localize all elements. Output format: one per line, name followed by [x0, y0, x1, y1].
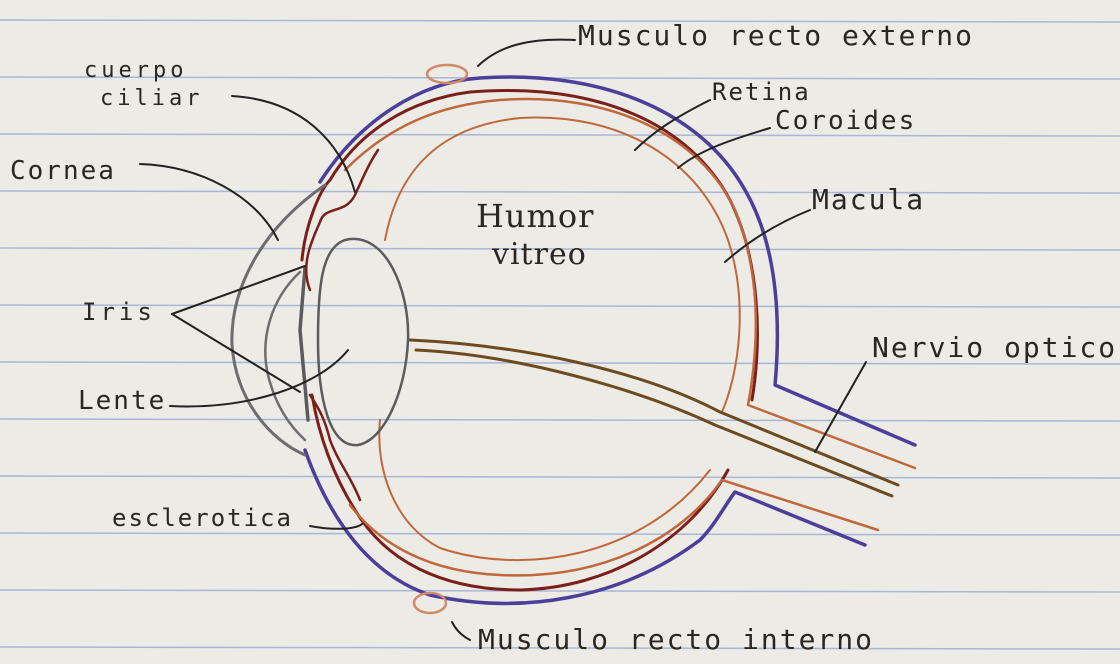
iris-line [300, 268, 308, 420]
label-musculo-recto-interno: Musculo recto interno [478, 626, 874, 654]
label-nervio-optico: Nervio optico [872, 334, 1117, 362]
label-humor-vitreo-line2: vitreo [492, 240, 587, 270]
retina-outline-lower [350, 480, 878, 575]
label-retina: Retina [712, 80, 811, 104]
label-cuerpo-ciliar-line2: ciliar [100, 88, 203, 110]
ruled-line [0, 419, 1120, 421]
label-lente: Lente [78, 388, 166, 414]
ruled-line [0, 305, 1120, 307]
optic-nerve [410, 340, 898, 485]
label-humor-vitreo-line1: Humor [476, 200, 594, 232]
label-coroides: Coroides [775, 108, 916, 134]
label-musculo-recto-externo: Musculo recto externo [578, 22, 974, 50]
lens-outline [318, 239, 408, 445]
retina-outline [345, 99, 915, 468]
cornea-inner [265, 272, 305, 440]
label-iris: Iris [82, 300, 156, 324]
optic-nerve-inner [416, 350, 892, 496]
label-cornea: Cornea [10, 158, 116, 184]
cornea-outline [232, 185, 325, 455]
ruled-line [0, 590, 1120, 592]
ruled-line [0, 476, 1120, 478]
label-cuerpo-ciliar-line1: cuerpo [84, 60, 187, 82]
vitreous-boundary-lower [379, 420, 710, 560]
ruled-line [0, 533, 1120, 535]
label-macula: Macula [812, 186, 925, 214]
ruled-line [0, 134, 1120, 136]
ciliary-body-upper [306, 150, 378, 290]
muscle-externo [427, 65, 467, 83]
label-esclerotica: esclerotica [112, 506, 293, 530]
ruled-line [0, 191, 1120, 193]
